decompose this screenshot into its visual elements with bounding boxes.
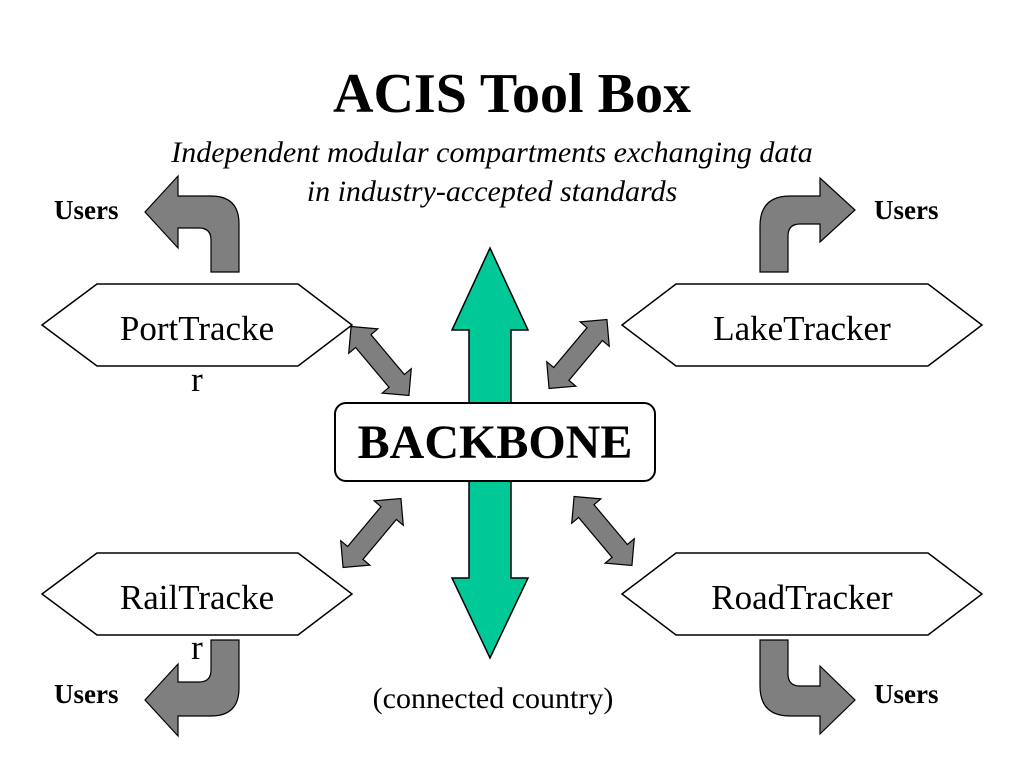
railtracker-label: RailTracke: [119, 578, 275, 617]
laketracker-label: LakeTracker: [713, 309, 891, 348]
railtracker-hexagon: [40, 552, 354, 636]
roadtracker-hexagon: [620, 552, 984, 636]
users-label-lake: Users: [874, 195, 939, 225]
porttracker-link-arrow: [348, 325, 412, 397]
footnote-caption: (connected country): [372, 682, 614, 715]
laketracker-link-arrow: [546, 318, 610, 390]
rail-users-bent-arrow: [144, 639, 240, 738]
users-label-port: Users: [54, 195, 119, 225]
subtitle-line-1: Independent modular compartments exchang…: [171, 136, 813, 169]
users-label-road: Users: [874, 679, 939, 709]
backbone-label: BACKBONE: [357, 415, 633, 469]
road-users-bent-arrow: [759, 639, 856, 736]
users-label-rail: Users: [54, 679, 119, 709]
roadtracker-label: RoadTracker: [711, 578, 893, 617]
porttracker-hexagon: [40, 283, 354, 367]
railtracker-link-arrow: [340, 497, 404, 569]
port-users-bent-arrow: [144, 174, 240, 273]
porttracker-label: PortTracke: [119, 309, 275, 348]
backbone-box: BACKBONE: [334, 402, 656, 482]
subtitle-line-2: in industry-accepted standards: [306, 175, 678, 208]
porttracker-label-wrap: r: [191, 360, 203, 399]
lake-users-bent-arrow: [759, 176, 856, 273]
roadtracker-link-arrow: [571, 495, 635, 567]
laketracker-hexagon: [620, 283, 984, 367]
page-title: ACIS Tool Box: [333, 63, 691, 125]
railtracker-label-wrap: r: [191, 628, 203, 667]
